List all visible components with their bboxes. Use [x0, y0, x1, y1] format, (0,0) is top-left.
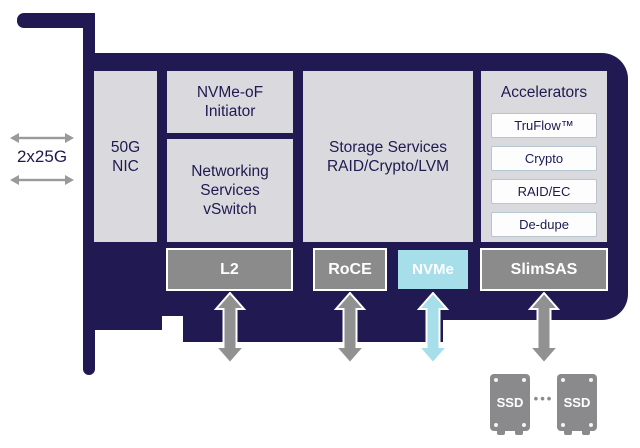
ssd-left: SSD: [490, 374, 530, 435]
storage-label-line1: Storage Services: [328, 138, 448, 156]
uplink-arrow-bottom-icon: [10, 175, 74, 185]
port-l2: L2: [166, 248, 293, 291]
screw-dot-icon: [494, 378, 498, 382]
nvmeof-label-line2: Initiator: [204, 103, 256, 120]
nic-block: 50G NIC: [94, 71, 157, 242]
screw-dot-icon: [561, 378, 565, 382]
ssd-label: SSD: [563, 395, 591, 410]
accelerator-item-raid-ec: RAID/EC: [491, 179, 597, 204]
ssd-ellipsis: •••: [533, 391, 554, 406]
roce-arrow-icon: [333, 292, 367, 364]
ssd-connector-tab: [515, 431, 523, 435]
port-nvme: NVMe: [398, 250, 468, 289]
networking-vswitch-block: Networking Services vSwitch: [167, 139, 293, 242]
port-roce: RoCE: [313, 248, 387, 291]
ssd-right: SSD: [557, 374, 597, 435]
accelerators-panel: Accelerators TruFlow™ Crypto RAID/EC De-…: [481, 71, 607, 242]
accelerator-item-crypto: Crypto: [491, 146, 597, 171]
pcie-bracket-top-bar: [17, 13, 95, 28]
nvmeof-initiator-block: NVMe-oF Initiator: [167, 71, 293, 133]
card-edge-short-segment: [83, 300, 162, 330]
screw-dot-icon: [561, 423, 565, 427]
ssd-connector-tab: [497, 431, 505, 435]
screw-dot-icon: [494, 423, 498, 427]
screw-dot-icon: [522, 423, 526, 427]
accelerator-item-truflow: TruFlow™: [491, 113, 597, 138]
nic-label-line1: 50G: [110, 138, 141, 156]
networking-label-line2: Services: [200, 182, 260, 199]
networking-label-line1: Networking: [191, 163, 269, 180]
accelerators-title: Accelerators: [500, 84, 588, 101]
storage-label-line2: RAID/Crypto/LVM: [326, 157, 450, 175]
pcie-key-notch: [162, 316, 183, 322]
nvme-arrow-icon: [416, 292, 450, 364]
screw-dot-icon: [522, 378, 526, 382]
screw-dot-icon: [589, 378, 593, 382]
nic-label-line2: NIC: [112, 157, 139, 175]
accelerator-item-dedupe: De-dupe: [491, 212, 597, 237]
screw-dot-icon: [589, 423, 593, 427]
ssd-label: SSD: [496, 395, 524, 410]
uplink-speed-label: 2x25G: [16, 147, 68, 166]
uplink-arrow-top-icon: [10, 133, 74, 143]
nvmeof-label-line1: NVMe-oF: [196, 84, 264, 101]
slimsas-arrow-icon: [527, 292, 561, 364]
l2-arrow-icon: [213, 292, 247, 364]
port-slimsas: SlimSAS: [480, 248, 608, 291]
ssd-connector-tab: [582, 431, 590, 435]
ssd-connector-tab: [564, 431, 572, 435]
networking-label-line3: vSwitch: [203, 201, 257, 218]
storage-services-block: Storage Services RAID/Crypto/LVM: [303, 71, 473, 242]
